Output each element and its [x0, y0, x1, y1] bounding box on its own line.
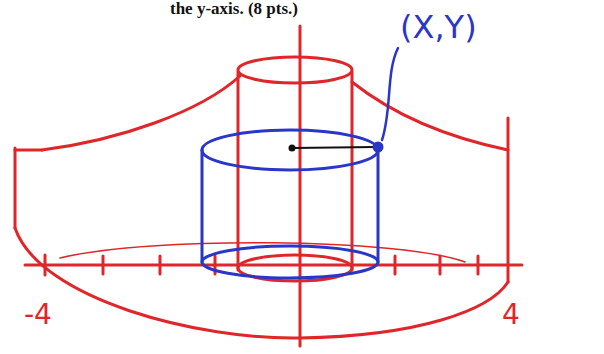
outer-top-left — [15, 149, 42, 152]
outer-left-edge — [14, 148, 17, 228]
shell-bottom-ellipse — [202, 246, 378, 278]
left-profile-curve — [42, 76, 240, 150]
point-label: (X,Y) — [398, 10, 479, 45]
center-dot — [289, 145, 296, 152]
heading-fragment: the y-axis. (8 pts.) — [168, 0, 300, 19]
radius-line — [292, 147, 376, 148]
base-front-curve — [15, 228, 508, 338]
point-dot — [373, 142, 384, 153]
axis-value: -4 — [22, 300, 54, 331]
shell-top-ellipse — [202, 130, 378, 170]
red-solid — [15, 26, 522, 346]
x-axis — [25, 264, 522, 267]
outer-right-edge — [507, 118, 510, 282]
y-axis — [299, 26, 302, 346]
top-hole-ellipse — [238, 57, 352, 83]
leader-line — [382, 48, 398, 140]
blue-shell — [202, 48, 398, 278]
right-profile-curve — [352, 82, 508, 150]
axis-value: 4 — [500, 300, 522, 331]
